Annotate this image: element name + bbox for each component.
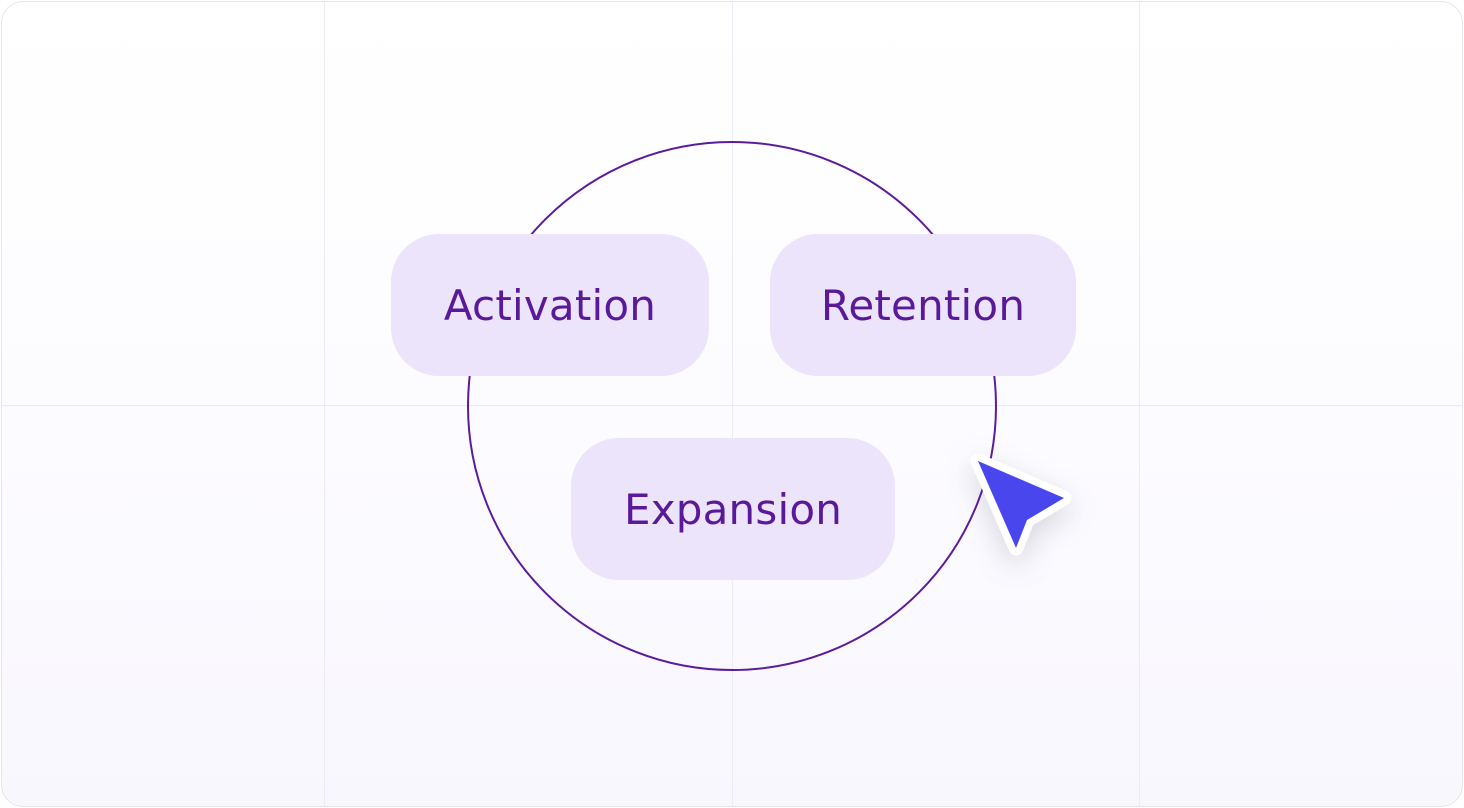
stage-label: Expansion	[623, 484, 843, 534]
grid-line	[1139, 2, 1140, 806]
stage-pill-activation: Activation	[391, 234, 709, 376]
stage-label: Retention	[820, 280, 1026, 330]
stage-pill-retention: Retention	[770, 234, 1076, 376]
stage-label: Activation	[443, 280, 657, 330]
cycle-ring	[467, 141, 997, 671]
cursor-arrow-icon	[970, 453, 1072, 556]
grid-line	[324, 2, 325, 806]
stage-pill-expansion: Expansion	[571, 438, 895, 580]
